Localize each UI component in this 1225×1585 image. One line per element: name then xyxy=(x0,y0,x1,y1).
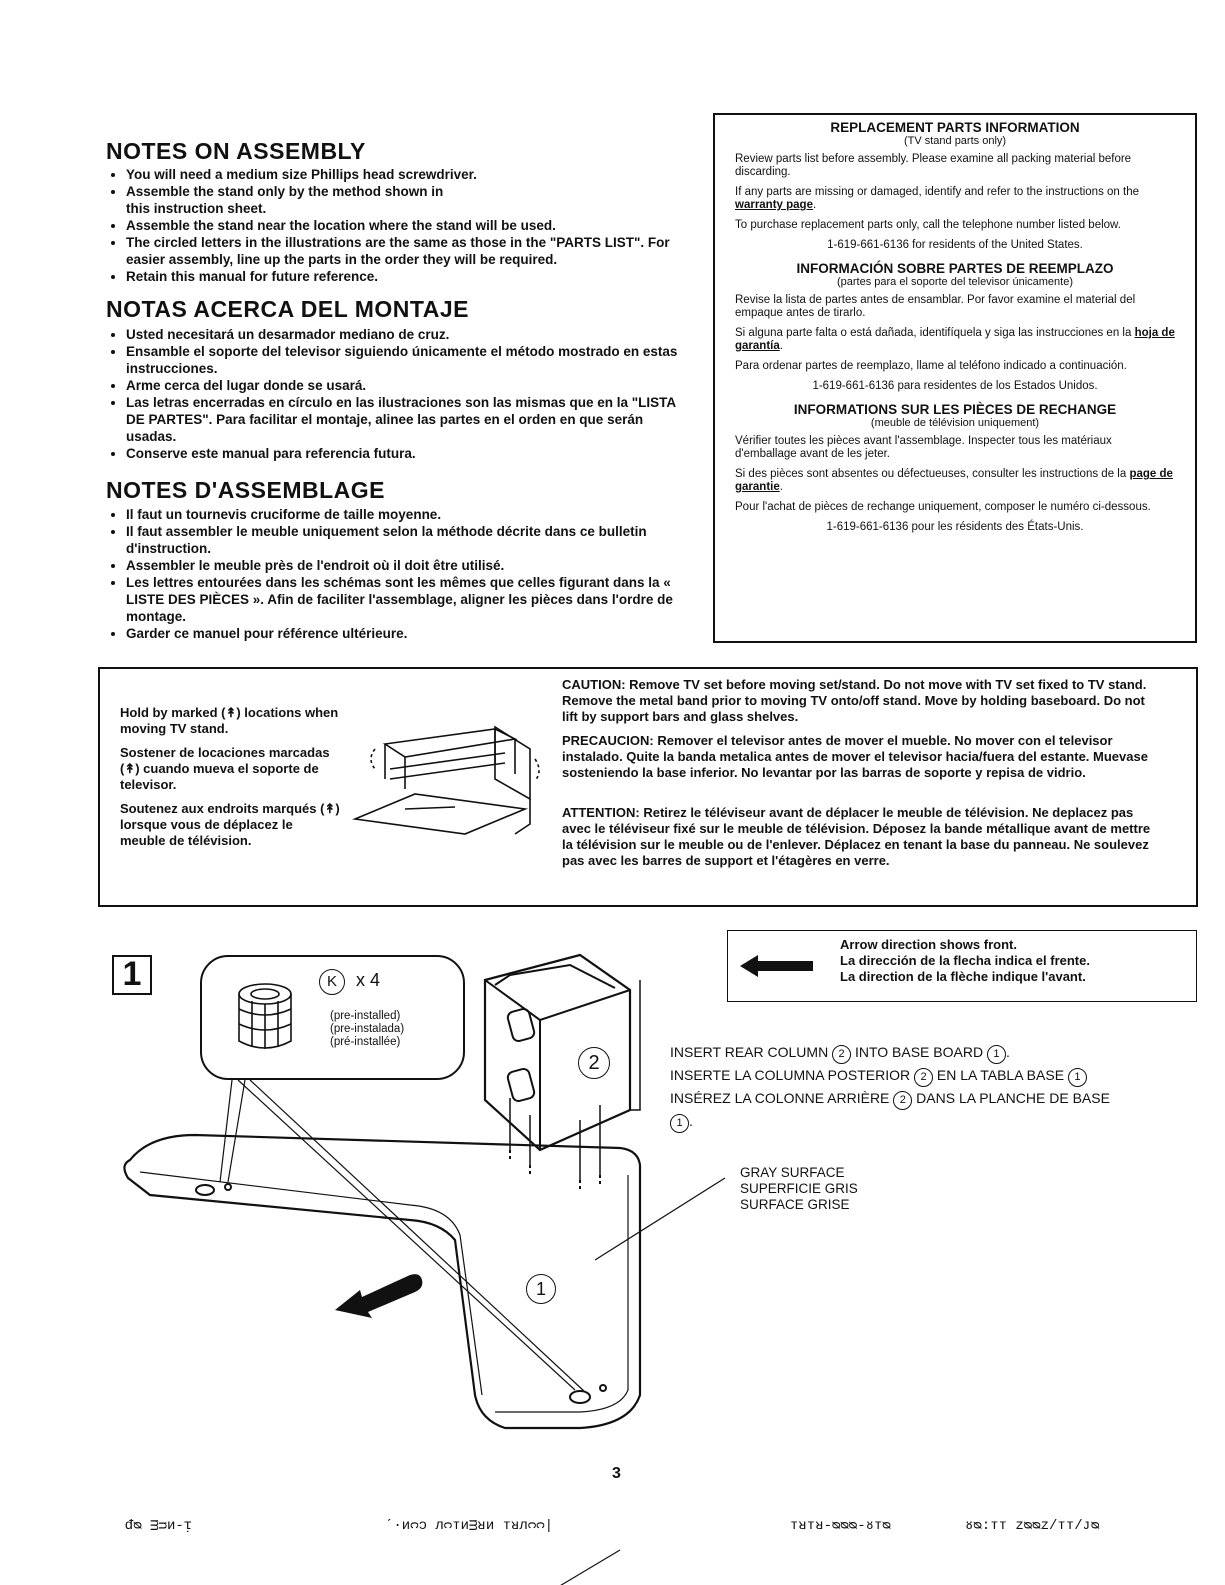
insert-es: INSERTE LA COLUMNA POSTERIOR 2 EN LA TAB… xyxy=(670,1064,1190,1087)
tv-stand-sketch xyxy=(351,725,540,835)
list-item: Conserve este manual para referencia fut… xyxy=(126,445,681,462)
arrow-note-es: La dirección de la flecha indica el fren… xyxy=(840,953,1090,968)
fax-footer-d: ᴕᴓ:ᴛᴛ ᴢᴓᴓᴢ/ᴛᴛ/ᴊᴓ xyxy=(965,1518,1100,1534)
list-item: Arme cerca del lugar donde se usará. xyxy=(126,377,681,394)
list-item: Usted necesitará un desarmador mediano d… xyxy=(126,326,681,343)
parts-text: Review parts list before assembly. Pleas… xyxy=(735,153,1132,178)
assembly-illustration xyxy=(123,953,726,1585)
surface-es: SUPERFICIE GRIS xyxy=(740,1181,858,1196)
notes-assembly-en-title: NOTES ON ASSEMBLY xyxy=(106,138,366,164)
list-item: Les lettres entourées dans les schémas s… xyxy=(126,574,681,625)
hold-note-fr: Soutenez aux endroits marqués (↟) lorsqu… xyxy=(120,801,340,848)
list-item: Retain this manual for future reference. xyxy=(126,268,686,285)
warranty-link[interactable]: warranty page xyxy=(735,199,813,211)
list-item: Il faut un tournevis cruciforme de taill… xyxy=(126,506,681,523)
notes-assembly-es-title: NOTAS ACERCA DEL MONTAJE xyxy=(106,296,469,322)
parts-phone: 1-619-661-6136 pour les résidents des Ét… xyxy=(826,521,1084,533)
insert-fr: INSÉREZ LA COLONNE ARRIÈRE 2 DANS LA PLA… xyxy=(670,1087,1110,1133)
parts-phone: 1-619-661-6136 for residents of the Unit… xyxy=(827,239,1083,251)
list-item: The circled letters in the illustrations… xyxy=(126,234,686,268)
surface-fr: SURFACE GRISE xyxy=(740,1197,850,1212)
front-arrow-icon xyxy=(740,955,813,977)
hardware-inset: K x 4 (pre-installed) (pre-instalada) (p… xyxy=(200,955,465,1080)
list-item: Assemble the stand only by the method sh… xyxy=(126,183,686,217)
surface-en: GRAY SURFACE xyxy=(740,1165,845,1180)
step-number: 1 xyxy=(112,955,152,995)
list-item: Las letras encerradas en círculo en las … xyxy=(126,394,681,445)
callout-badge: 1 xyxy=(670,1114,689,1133)
callout-base-board: 1 xyxy=(526,1274,556,1304)
warranty-link[interactable]: page de garantie xyxy=(735,468,1173,493)
parts-text: Si alguna parte falta o está dañada, ide… xyxy=(735,327,1175,352)
cam-bolt-icon xyxy=(238,983,292,1049)
callout-badge: 2 xyxy=(832,1045,852,1064)
hold-note-es: Sostener de locaciones marcadas (↟) cuan… xyxy=(120,745,330,792)
arrow-note-en: Arrow direction shows front. xyxy=(840,937,1017,952)
notes-assembly-en-list: You will need a medium size Phillips hea… xyxy=(106,166,686,285)
fax-footer-c: ᴛᴚᴛᴚ-ᴓᴓᴓ-ᴕᴛᴓ xyxy=(790,1518,891,1534)
callout-badge: 1 xyxy=(986,1045,1006,1064)
replacement-parts-box: REPLACEMENT PARTS INFORMATION (TV stand … xyxy=(713,113,1197,643)
caution-es: PRECAUCION: Remover el televisor antes d… xyxy=(562,733,1148,780)
preinstalled-fr: (pré-installée) xyxy=(330,1036,401,1048)
page-number: 3 xyxy=(612,1465,621,1482)
callout-rear-column: 2 xyxy=(578,1047,610,1079)
list-item: Assemble the stand near the location whe… xyxy=(126,217,686,234)
arrow-note-fr: La direction de la flèche indique l'avan… xyxy=(840,969,1086,984)
parts-text: Si des pièces sont absentes ou défectueu… xyxy=(735,468,1173,493)
parts-phone: 1-619-661-6136 para residentes de los Es… xyxy=(812,380,1098,392)
notes-assembly-es-list: Usted necesitará un desarmador mediano d… xyxy=(106,326,681,462)
parts-text: Para ordenar partes de reemplazo, llame … xyxy=(735,360,1127,372)
arrow-direction-note: Arrow direction shows front. La direcció… xyxy=(727,930,1197,1002)
parts-text: If any parts are missing or damaged, ide… xyxy=(735,186,1139,211)
insert-instructions: INSERT REAR COLUMN 2 INTO BASE BOARD 1. … xyxy=(670,1041,1190,1133)
list-item: Il faut assembler le meuble uniquement s… xyxy=(126,523,681,557)
caution-fr: ATTENTION: Retirez le téléviseur avant d… xyxy=(562,805,1151,868)
gray-surface-label: GRAY SURFACE SUPERFICIE GRIS SURFACE GRI… xyxy=(740,1165,858,1213)
callout-badge: 2 xyxy=(893,1091,913,1110)
parts-subheading-en: (TV stand parts only) xyxy=(903,135,1007,147)
list-item: Assembler le meuble près de l'endroit où… xyxy=(126,557,681,574)
list-item: Garder ce manuel pour référence ultérieu… xyxy=(126,625,681,642)
caution-box: Hold by marked (↟) locations when moving… xyxy=(98,667,1198,907)
parts-text: Pour l'achat de pièces de rechange uniqu… xyxy=(735,501,1151,513)
parts-text: Vérifier toutes les pièces avant l'assem… xyxy=(735,435,1112,460)
hardware-letter-badge: K xyxy=(319,969,345,995)
notes-assembly-fr-list: Il faut un tournevis cruciforme de taill… xyxy=(106,506,681,642)
parts-text: Revise la lista de partes antes de ensam… xyxy=(735,294,1136,319)
parts-heading-es: INFORMACIÓN SOBRE PARTES DE REEMPLAZO xyxy=(796,261,1114,276)
notes-assembly-fr-title: NOTES D'ASSEMBLAGE xyxy=(106,477,385,503)
callout-badge: 1 xyxy=(1067,1068,1087,1087)
parts-subheading-fr: (meuble de télévision uniquement) xyxy=(870,417,1040,429)
parts-text: To purchase replacement parts only, call… xyxy=(735,219,1121,231)
list-item: Ensamble el soporte del televisor siguie… xyxy=(126,343,681,377)
list-item: You will need a medium size Phillips hea… xyxy=(126,166,686,183)
parts-subheading-es: (partes para el soporte del televisor ún… xyxy=(836,276,1073,288)
preinstalled-en: (pre-installed) xyxy=(330,1010,401,1022)
insert-en: INSERT REAR COLUMN 2 INTO BASE BOARD 1. xyxy=(670,1041,1190,1064)
warranty-link[interactable]: hoja de garantía xyxy=(735,327,1175,352)
caution-en: CAUTION: Remove TV set before moving set… xyxy=(562,677,1147,724)
preinstalled-es: (pre-instalada) xyxy=(330,1023,405,1035)
front-arrow-icon xyxy=(335,1274,423,1318)
parts-heading-en: REPLACEMENT PARTS INFORMATION xyxy=(830,120,1080,135)
fax-footer-b: ˊ·ᴎᴒᴐ ᴫᴒᴛᴎᴟᴚᴎ ᴛᴚᴫᴒᴒ| xyxy=(385,1518,554,1534)
hold-note-en: Hold by marked (↟) locations when moving… xyxy=(120,705,339,736)
hardware-count: x 4 xyxy=(356,970,381,990)
parts-heading-fr: INFORMATIONS SUR LES PIÈCES DE RECHANGE xyxy=(793,402,1117,417)
callout-badge: 2 xyxy=(914,1068,934,1087)
fax-footer-a: ᵭᴓ ᴟᴝᴎ-ᴉ xyxy=(125,1518,193,1534)
